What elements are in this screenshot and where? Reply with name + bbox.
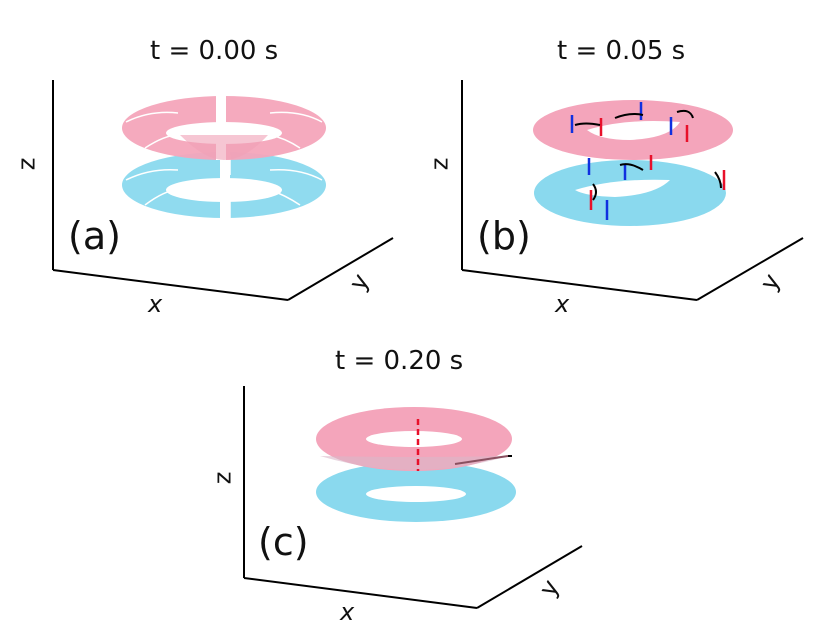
vortex-lines (570, 102, 726, 220)
panel-title: t = 0.20 s (335, 346, 464, 376)
panel-a-plot (52, 80, 394, 301)
axes-frame (461, 80, 804, 301)
x-axis-label: x (555, 290, 570, 318)
panel-label: (b) (477, 214, 531, 258)
upper-ring (122, 96, 326, 160)
upper-ring (533, 100, 733, 160)
x-axis-label: x (148, 290, 163, 318)
panel-c-plot (243, 386, 583, 609)
axes-frame (52, 80, 394, 301)
x-axis-label: x (340, 598, 355, 626)
lower-ring (534, 160, 726, 226)
panel-a: t = 0.00 s (0, 0, 415, 318)
panel-b: t = 0.05 s (415, 0, 830, 318)
panel-c: t = 0.20 s z x y (c) (190, 316, 605, 632)
panel-label: (c) (258, 520, 309, 564)
vortex-lines (416, 419, 512, 471)
lower-ring (122, 150, 326, 220)
lower-ring (316, 462, 516, 522)
axes-frame (243, 386, 583, 609)
panel-label: (a) (68, 214, 121, 258)
panel-title: t = 0.00 s (150, 36, 279, 66)
panel-title: t = 0.05 s (557, 36, 686, 66)
z-axis-label: z (12, 157, 41, 171)
upper-ring (316, 407, 512, 471)
panel-b-plot (461, 80, 804, 301)
z-axis-label: z (425, 157, 454, 171)
z-axis-label: z (208, 471, 237, 485)
